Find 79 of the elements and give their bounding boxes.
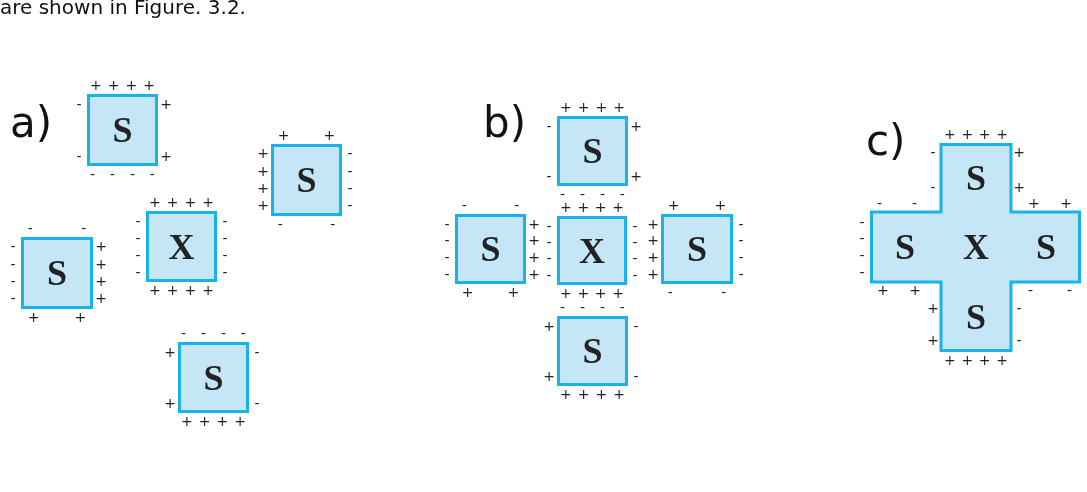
charge-signs: - - - - (134, 212, 142, 281)
charge-signs: - - - - (181, 327, 246, 340)
charge-signs: - - - - (221, 212, 229, 281)
letter: S (687, 231, 707, 267)
charge-signs: + + + + (944, 128, 1008, 141)
charge-signs: - - (27, 222, 87, 235)
charge-signs: - - - - (858, 213, 866, 281)
charge-signs: - - (545, 117, 553, 186)
charge-signs: + + + + (560, 287, 624, 300)
charge-signs: + + (1028, 197, 1072, 210)
letter: S (582, 133, 603, 169)
panel-label: c) (866, 118, 906, 165)
letter: S (203, 359, 224, 396)
charge-signs: + + + + (944, 354, 1008, 367)
letter: S (480, 231, 501, 267)
charge-signs: + + (877, 284, 921, 297)
charge-signs: + + + + (149, 284, 214, 297)
square-box (87, 94, 158, 166)
letter: S (582, 333, 603, 369)
square-box (557, 216, 627, 285)
charge-signs: - - - - (737, 215, 745, 283)
charge-signs: - - (75, 95, 83, 166)
letter: S (895, 229, 915, 265)
charge-signs: + + (164, 342, 176, 413)
letter: S (966, 299, 986, 335)
letter: S (296, 162, 317, 198)
letter: S (112, 112, 133, 148)
letter: S (1036, 229, 1056, 265)
charge-signs: + + + + (149, 196, 214, 209)
charge-signs: + + + + (560, 201, 624, 214)
square-box (557, 316, 628, 386)
letter: S (966, 160, 986, 196)
charge-signs: - - - - (90, 168, 155, 181)
charge-signs: - - - - (9, 238, 17, 308)
charge-signs: - - (1028, 284, 1072, 297)
charge-signs: + + (461, 286, 520, 299)
panel-label: a) (10, 100, 53, 147)
charge-signs: + + (927, 299, 939, 350)
square-box (178, 342, 249, 413)
square-box (557, 116, 628, 186)
charge-signs: - - - - (545, 217, 553, 284)
square-box (455, 214, 526, 284)
charge-signs: + + + + (560, 388, 625, 401)
charge-signs: - - - - (560, 188, 625, 201)
charge-signs: - - (253, 342, 261, 413)
charge-signs: + + + + (257, 145, 269, 215)
charge-signs: + + + + (528, 215, 540, 283)
charge-signs: + + (1013, 142, 1025, 197)
charge-signs: - - - - (346, 145, 354, 215)
letter: X (963, 229, 989, 265)
letter: S (47, 255, 67, 291)
charge-signs: + + + + (90, 79, 155, 92)
square-box (146, 211, 217, 282)
letter: X (168, 228, 195, 265)
charge-signs: + + (667, 199, 727, 212)
charge-signs: + + + + (95, 238, 107, 308)
charge-signs: - - (667, 286, 727, 299)
charge-signs: - - (929, 142, 937, 197)
charge-signs: - - - - (631, 217, 639, 284)
charge-signs: + + (630, 117, 642, 186)
charge-signs: - - (632, 317, 640, 386)
charge-signs: + + (543, 317, 555, 386)
charge-signs: + + + + (181, 415, 246, 428)
charge-signs: + + (160, 95, 172, 166)
square-box (21, 237, 93, 309)
charge-signs: - - (877, 197, 917, 210)
charge-signs: - - (277, 218, 336, 231)
charge-signs: + + (277, 129, 336, 142)
charge-signs: - - - - (560, 301, 625, 314)
charge-signs: - - - - (443, 215, 451, 283)
charge-signs: + + + + (560, 101, 625, 114)
charge-signs: - - (1015, 299, 1023, 350)
letter: X (579, 232, 605, 269)
charge-signs: - - (461, 199, 520, 212)
panel-label: b) (483, 100, 527, 147)
square-box (661, 214, 733, 284)
charge-signs: + + (27, 311, 87, 324)
square-box (271, 144, 342, 216)
charge-signs: + + + + (647, 215, 659, 283)
